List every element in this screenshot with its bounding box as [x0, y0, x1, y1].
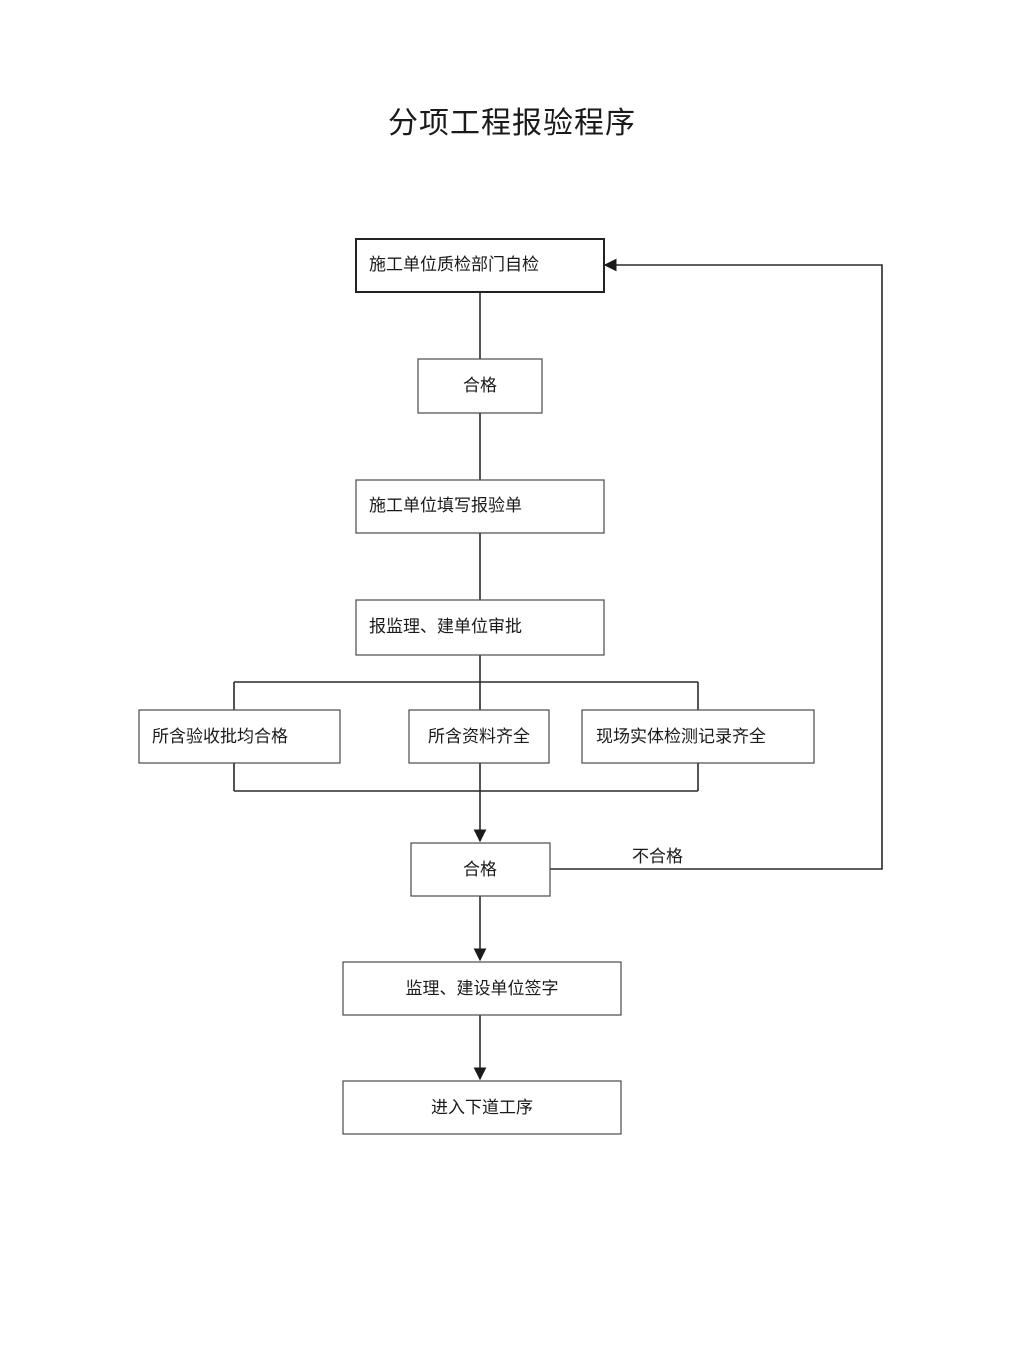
arrow-not-qualified-feedback: [550, 258, 883, 870]
node-sign-off-label: 监理、建设单位签字: [406, 979, 559, 999]
node-self-check: 施工单位质检部门自检: [355, 238, 605, 293]
node-sign-off: 监理、建设单位签字: [342, 961, 622, 1016]
node-qualified-1: 合格: [417, 358, 543, 414]
node-submit-approval-label: 报监理、建单位审批: [369, 617, 522, 637]
node-fill-form: 施工单位填写报验单: [355, 479, 605, 534]
node-onsite-records-complete-label: 现场实体检测记录齐全: [596, 727, 766, 747]
node-onsite-records-complete: 现场实体检测记录齐全: [581, 709, 815, 764]
connectors: [233, 258, 883, 1081]
node-self-check-label: 施工单位质检部门自检: [369, 255, 539, 275]
node-documents-complete: 所含资料齐全: [408, 709, 550, 764]
node-qualified-2: 合格: [410, 842, 551, 897]
node-qualified-2-label: 合格: [463, 860, 497, 880]
node-next-process: 进入下道工序: [342, 1080, 622, 1135]
edge-label-not-qualified: 不合格: [632, 847, 683, 867]
node-next-process-label: 进入下道工序: [431, 1098, 533, 1118]
node-acceptance-all-qualified: 所含验收批均合格: [138, 709, 341, 764]
node-qualified-1-label: 合格: [463, 376, 497, 396]
page-title: 分项工程报验程序: [388, 106, 636, 141]
node-documents-complete-label: 所含资料齐全: [428, 727, 530, 747]
node-acceptance-all-qualified-label: 所含验收批均合格: [152, 727, 288, 747]
node-submit-approval: 报监理、建单位审批: [355, 599, 605, 656]
node-fill-form-label: 施工单位填写报验单: [369, 496, 522, 516]
